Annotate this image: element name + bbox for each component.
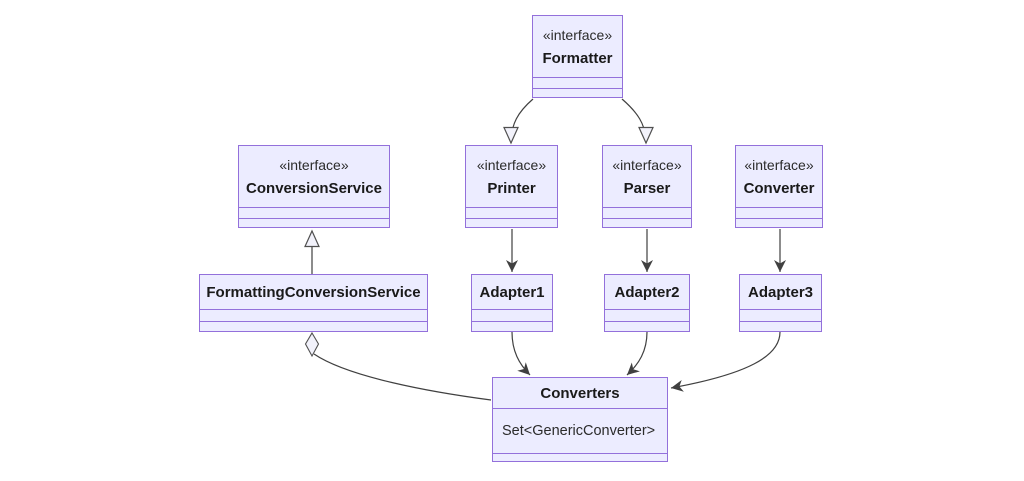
attributes-compartment [200,309,427,321]
class-adapter3: Adapter3 [739,274,822,332]
class-name: Adapter2 [614,283,680,301]
stereotype-label: «interface» [542,26,613,43]
attributes-compartment [736,207,822,218]
class-name: Adapter3 [747,283,814,301]
stereotype-label: «interface» [612,156,682,173]
class-name: Formatter [542,49,613,67]
edge-formatter-parser [621,98,654,145]
class-title: «interface» Parser [603,146,691,207]
class-conversionservice: «interface» ConversionService [238,145,390,228]
class-name: Adapter1 [479,283,545,301]
methods-compartment [200,321,427,331]
attributes-compartment [466,207,557,218]
edge-adapter1-converters [511,331,531,376]
class-name: Parser [623,179,671,197]
class-adapter1: Adapter1 [471,274,553,332]
attributes-compartment [533,77,622,88]
methods-compartment [466,218,557,227]
attributes-compartment: Set<GenericConverter> [493,408,667,453]
edge-fcs-converters-aggregation [313,353,492,401]
attributes-compartment [603,207,691,218]
methods-compartment [493,453,667,461]
attributes-compartment [239,207,389,218]
edge-adapter3-converters [670,331,781,392]
class-title: «interface» ConversionService [239,146,389,207]
methods-compartment [472,321,552,331]
class-adapter2: Adapter2 [604,274,690,332]
attributes-compartment [605,309,689,321]
class-name: Converters [540,384,620,402]
aggregation-diamond [304,331,320,358]
class-parser: «interface» Parser [602,145,692,228]
stereotype-label: «interface» [744,156,814,173]
class-converters: Converters Set<GenericConverter> [492,377,668,462]
class-title: Adapter1 [472,275,552,309]
methods-compartment [533,88,622,97]
class-name: Printer [487,179,536,197]
methods-compartment [740,321,821,331]
class-formatter: «interface» Formatter [532,15,623,98]
stereotype-label: «interface» [476,156,547,173]
class-title: «interface» Converter [736,146,822,207]
class-title: Adapter3 [740,275,821,309]
class-name: Converter [743,179,815,197]
methods-compartment [605,321,689,331]
edge-adapter2-converters [626,331,648,376]
attribute-set-genericconverter: Set<GenericConverter> [502,423,656,439]
stereotype-label: «interface» [279,156,349,173]
class-name: FormattingConversionService [206,283,421,301]
class-converter: «interface» Converter [735,145,823,228]
attributes-compartment [472,309,552,321]
class-printer: «interface» Printer [465,145,558,228]
attributes-compartment [740,309,821,321]
class-title: «interface» Printer [466,146,557,207]
edge-formatter-printer [503,98,534,145]
methods-compartment [603,218,691,227]
class-title: FormattingConversionService [200,275,427,309]
class-title: «interface» Formatter [533,16,622,77]
class-title: Adapter2 [605,275,689,309]
methods-compartment [736,218,822,227]
class-title: Converters [493,378,667,408]
methods-compartment [239,218,389,227]
class-name: ConversionService [246,179,382,197]
class-formattingconversionservice: FormattingConversionService [199,274,428,332]
